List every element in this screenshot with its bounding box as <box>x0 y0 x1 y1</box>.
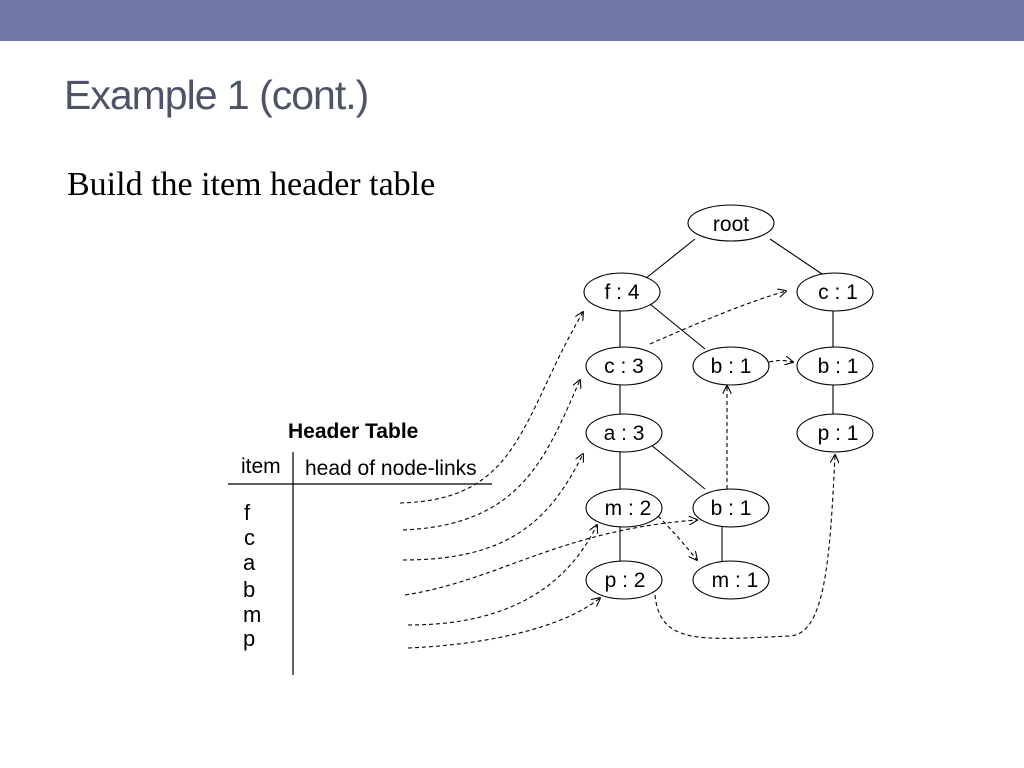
node-label-m2: m : 2 <box>605 497 652 520</box>
node-label-f4: f : 4 <box>604 281 639 304</box>
node-c3 <box>585 346 663 386</box>
node-root <box>687 204 775 242</box>
node-p1 <box>796 413 874 453</box>
top-bar <box>0 0 1024 41</box>
header-item-m: m <box>243 602 261 627</box>
node-b1b <box>692 488 770 528</box>
link-m-header-to-m2 <box>407 525 597 626</box>
header-col-item: item <box>241 455 281 478</box>
node-label-m1: m : 1 <box>712 569 759 592</box>
link-c3-to-c1 <box>649 291 786 345</box>
link-p2-to-p1 <box>654 455 835 639</box>
node-label-b1c: b : 1 <box>818 355 859 378</box>
header-col-links: head of node-links <box>305 457 477 480</box>
edge-root-f4 <box>644 238 696 280</box>
header-item-p: p <box>243 626 255 651</box>
node-label-b1b: b : 1 <box>711 497 752 520</box>
node-p2 <box>585 560 663 600</box>
slide-subtitle: Build the item header table <box>67 166 436 203</box>
header-table-caption: Header Table <box>288 420 418 443</box>
link-a-header-to-a3 <box>402 454 583 561</box>
node-label-c1: c : 1 <box>818 281 858 304</box>
node-label-b1a: b : 1 <box>711 355 752 378</box>
slide-title: Example 1 (cont.) <box>64 72 369 118</box>
node-c1 <box>796 272 874 312</box>
node-label-p1: p : 1 <box>818 422 859 445</box>
node-b1a <box>692 346 770 386</box>
node-m2 <box>585 488 663 528</box>
node-m1 <box>692 560 770 600</box>
header-item-b: b <box>243 577 255 602</box>
tree-edges <box>619 238 834 562</box>
edge-root-c1 <box>769 238 823 275</box>
edge-f4-b1a <box>649 303 706 350</box>
link-b-header-to-b1b <box>404 520 697 596</box>
link-p-header-to-p2 <box>407 598 600 649</box>
link-c-header-to-c3 <box>402 380 580 531</box>
node-label-p2: p : 2 <box>605 569 646 592</box>
node-b1c <box>796 346 874 386</box>
header-item-f: f <box>244 500 251 525</box>
link-m2-to-m1 <box>657 515 697 560</box>
node-a3 <box>585 413 663 453</box>
header-item-a: a <box>243 550 256 575</box>
header-item-c: c <box>244 525 255 550</box>
edge-a3-b1b <box>649 443 706 490</box>
node-label-root: root <box>713 213 749 236</box>
link-b1a-to-b1c <box>768 361 793 363</box>
node-label-a3: a : 3 <box>604 422 645 445</box>
node-f4 <box>583 272 661 312</box>
node-label-c3: c : 3 <box>604 355 644 378</box>
